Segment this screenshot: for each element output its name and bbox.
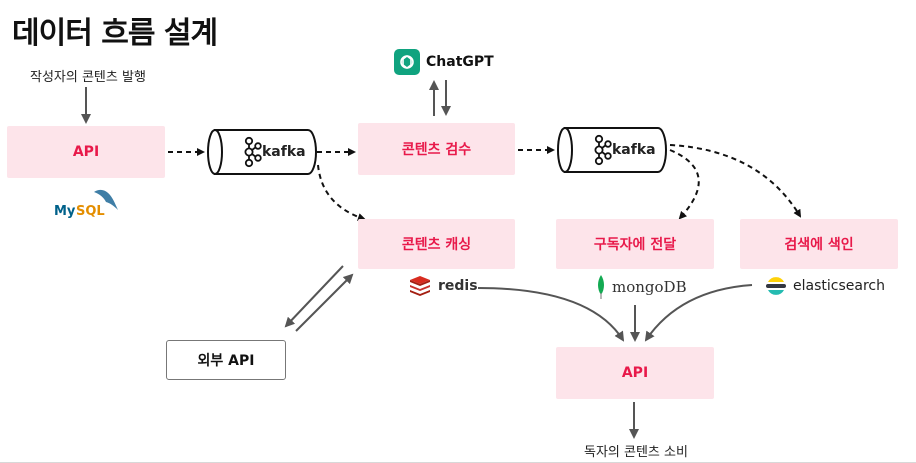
- redis-logo: redis: [408, 276, 478, 296]
- kafka-1-label: kafka: [262, 144, 306, 160]
- kafka-cylinder-icon: [207, 129, 317, 175]
- arrow-kafka2-to-deliver: [669, 149, 700, 220]
- kafka-queue-1: [206, 128, 318, 176]
- caching-node: 콘텐츠 캐싱: [358, 219, 515, 269]
- external-api-node: 외부 API: [166, 340, 286, 380]
- redis-icon: [410, 276, 430, 296]
- svg-text:My: My: [54, 204, 76, 218]
- svg-text:SQL: SQL: [76, 204, 105, 218]
- chatgpt-icon: [394, 49, 420, 75]
- elasticsearch-icon: [766, 277, 786, 295]
- elasticsearch-logo: elasticsearch: [765, 275, 885, 297]
- kafka-cylinder-icon-2: [557, 127, 667, 173]
- kafka-queue-2: [556, 126, 668, 174]
- chatgpt-label: ChatGPT: [426, 54, 494, 70]
- deliver-node: 구독자에 전달: [556, 219, 714, 269]
- arrow-redis-to-api: [477, 287, 625, 342]
- review-node: 콘텐츠 검수: [358, 123, 515, 175]
- mysql-icon: My SQL: [54, 189, 118, 218]
- consume-label: 독자의 콘텐츠 소비: [584, 445, 688, 460]
- arrow-kafka2-to-index: [669, 144, 802, 218]
- index-node: 검색에 색인: [740, 219, 898, 269]
- mongodb-label: mongoDB: [612, 278, 687, 296]
- arrow-caching-to-external: [284, 265, 344, 328]
- arrow-elastic-to-api: [644, 284, 753, 342]
- kafka-2-label: kafka: [612, 142, 656, 158]
- mongodb-leaf-icon: [598, 275, 604, 299]
- arrow-external-to-caching: [295, 273, 354, 332]
- mongodb-logo: mongoDB: [596, 275, 687, 299]
- mysql-logo: My SQL: [54, 186, 120, 218]
- api-node-bottom: API: [556, 347, 714, 399]
- api-node-top: API: [7, 126, 165, 178]
- elasticsearch-label: elasticsearch: [793, 278, 885, 294]
- arrow-kafka1-to-caching: [317, 164, 366, 221]
- chatgpt-logo: ChatGPT: [394, 49, 494, 75]
- publish-label: 작성자의 콘텐츠 발행: [30, 70, 146, 85]
- page-title: 데이터 흐름 설계: [12, 16, 218, 51]
- redis-label: redis: [438, 278, 478, 294]
